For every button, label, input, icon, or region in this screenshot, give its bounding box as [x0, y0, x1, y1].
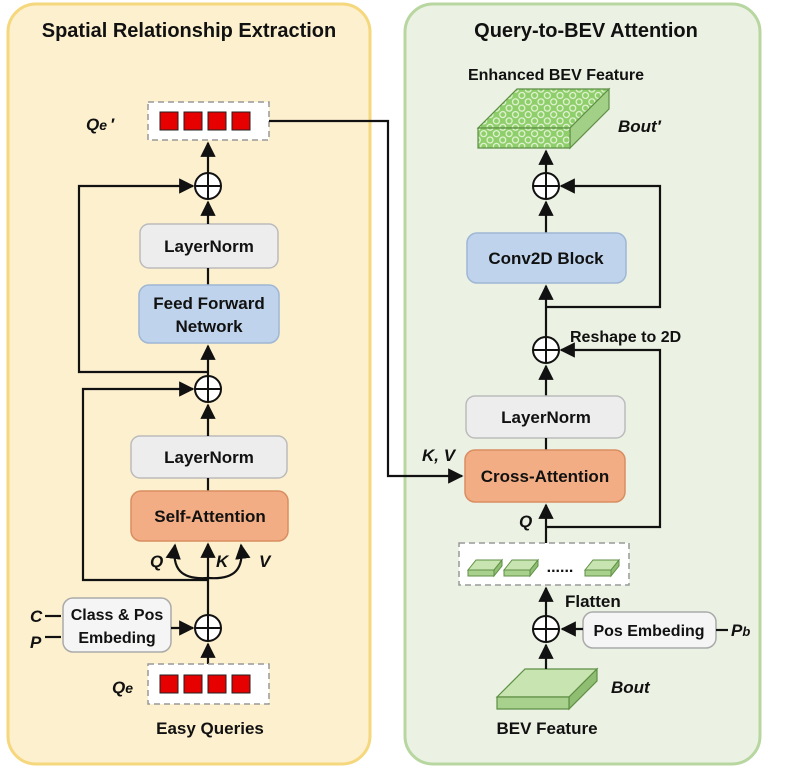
flatten-tokens: [466, 558, 621, 578]
bev-feature-label: BEV Feature: [496, 719, 597, 738]
conv2d-block-label: Conv2D Block: [488, 249, 604, 268]
layernorm-bottom-label: LayerNorm: [164, 448, 254, 467]
bev-token: [529, 558, 539, 578]
self-attention-label: Self-Attention: [154, 507, 265, 526]
query-token: [231, 111, 251, 131]
output-query-label: Qe′: [86, 115, 115, 134]
bev-feature-block: [495, 667, 599, 711]
input-query-label: Qe: [112, 678, 133, 697]
layernorm-right-label: LayerNorm: [501, 408, 591, 427]
conv2d-block-box: [466, 232, 627, 284]
flatten-label: Flatten: [565, 592, 621, 611]
query-token: [159, 111, 179, 131]
feed-forward-box: [138, 284, 280, 344]
bev-token: [610, 558, 620, 578]
bout-prime-label: Bout′: [618, 117, 662, 136]
pb-input-label: Pb: [731, 621, 750, 640]
bout-label: Bout: [611, 678, 651, 697]
cross-attention-box: [464, 449, 626, 503]
bev-token: [584, 569, 612, 577]
enhanced-bev-label: Enhanced BEV Feature: [468, 67, 644, 84]
bev-token: [503, 569, 531, 577]
reshape-label: Reshape to 2D: [570, 329, 681, 346]
cross-attention-label: Cross-Attention: [481, 467, 609, 486]
kv-label: K, V: [422, 446, 457, 465]
flatten-dots: ......: [547, 559, 574, 576]
add-node-middle-left: [194, 375, 222, 403]
p-input-label: P: [30, 633, 42, 652]
self-attention-box: [130, 490, 289, 542]
left-panel-title: Spatial Relationship Extraction: [42, 20, 337, 42]
self-attention-q-label: Q: [150, 552, 163, 571]
class-pos-embedding-box: [62, 597, 172, 653]
query-token: [231, 674, 251, 694]
query-token: [159, 674, 179, 694]
query-token: [183, 111, 203, 131]
bev-token: [467, 569, 495, 577]
right-panel-title: Query-to-BEV Attention: [474, 20, 698, 42]
add-node-top-left: [194, 172, 222, 200]
c-input-label: C: [30, 607, 43, 626]
feed-forward-label-2: Network: [175, 317, 243, 336]
pos-embedding-label: Pos Embeding: [593, 623, 704, 640]
add-node-bottom-right: [532, 615, 560, 643]
class-pos-embedding-label-1: Class & Pos: [71, 607, 164, 624]
input-query-tokens: [159, 674, 251, 694]
feed-forward-label-1: Feed Forward: [153, 294, 264, 313]
self-attention-v-label: V: [259, 552, 272, 571]
add-node-middle-right: [532, 336, 560, 364]
query-token: [183, 674, 203, 694]
output-query-tokens: [159, 111, 251, 131]
bev-token: [493, 558, 503, 578]
easy-queries-label: Easy Queries: [156, 719, 264, 738]
enhanced-bev-feature-block: [476, 87, 611, 150]
self-attention-k-label: K: [216, 552, 230, 571]
query-token: [207, 111, 227, 131]
add-node-bottom-left: [194, 614, 222, 642]
add-node-top-right: [532, 172, 560, 200]
layernorm-top-label: LayerNorm: [164, 237, 254, 256]
cross-attention-q-label: Q: [519, 512, 532, 531]
class-pos-embedding-label-2: Embeding: [78, 630, 155, 647]
query-token: [207, 674, 227, 694]
